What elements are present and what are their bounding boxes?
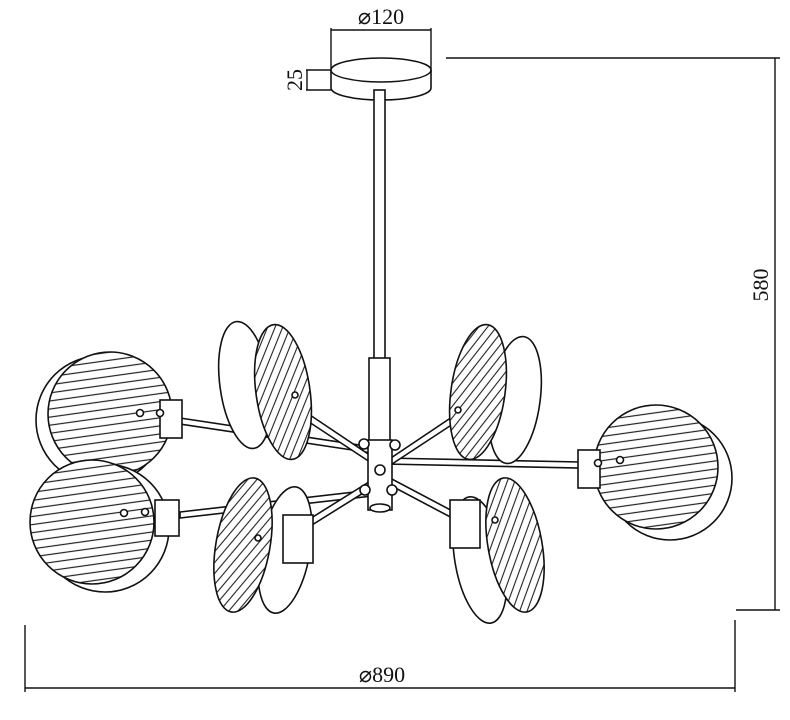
hub <box>358 438 401 513</box>
shade-left-upper <box>35 351 183 485</box>
canopy-diameter-label: ⌀120 <box>358 4 404 29</box>
shade-pair-upper-left <box>217 320 313 461</box>
shade-pair-lower-right <box>449 477 545 624</box>
stem <box>373 89 386 361</box>
shade-pair-lower-left <box>213 477 314 614</box>
shade-left-lower <box>29 459 180 593</box>
canopy <box>330 57 432 101</box>
dimension-lines <box>24 28 780 692</box>
total-height-label: 580 <box>748 269 773 302</box>
stem-tube <box>368 357 391 444</box>
shade-right <box>577 404 733 541</box>
total-diameter-label: ⌀890 <box>359 662 405 687</box>
canopy-height-label: 25 <box>282 69 307 91</box>
shade-pair-upper-right <box>448 323 543 465</box>
